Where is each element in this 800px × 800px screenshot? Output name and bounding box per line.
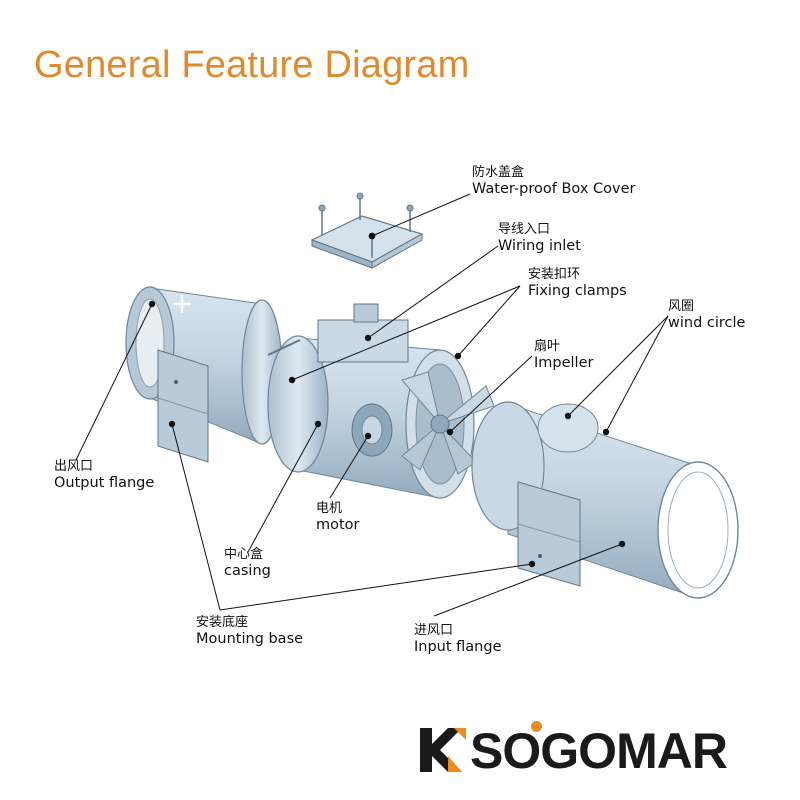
- leader-output-flange: [75, 303, 153, 461]
- label-wiring-inlet-en: Wiring inlet: [498, 238, 581, 254]
- label-casing: 中心盒 casing: [224, 546, 271, 580]
- label-output-flange-en: Output flange: [54, 475, 155, 491]
- label-casing-en: casing: [224, 563, 271, 579]
- label-wind-circle-cn: 风圈: [668, 299, 695, 314]
- label-box-cover-cn: 防水盖盒: [472, 165, 525, 180]
- label-input-flange-cn: 进风口: [414, 623, 454, 638]
- brand-letter: S: [470, 723, 503, 779]
- label-fixing-clamps: 安装扣环 Fixing clamps: [528, 266, 627, 300]
- leader-lines: [75, 193, 669, 617]
- label-box-cover: 防水盖盒 Water-proof Box Cover: [472, 164, 636, 198]
- label-wind-circle: 风圈 wind circle: [668, 298, 745, 332]
- leader-box-cover: [371, 193, 471, 237]
- label-input-flange-en: Input flange: [414, 639, 502, 655]
- brand-letter: R: [691, 723, 728, 779]
- label-motor-cn: 电机: [316, 501, 343, 516]
- motor-part: [351, 403, 393, 457]
- brand-letter: G: [540, 723, 579, 779]
- casing-part: [267, 303, 475, 499]
- label-mounting-base: 安装底座 Mounting base: [196, 614, 303, 648]
- label-fixing-clamps-en: Fixing clamps: [528, 283, 627, 299]
- label-output-flange-cn: 出风口: [54, 459, 94, 474]
- mounting-base-left: [157, 349, 209, 463]
- label-impeller: 扇叶 Impeller: [534, 338, 593, 372]
- brand-letter: A: [656, 723, 693, 779]
- leader-input-flange: [433, 543, 623, 617]
- brand-letter: M: [616, 723, 658, 779]
- label-wind-circle-en: wind circle: [668, 315, 746, 331]
- label-mounting-base-en: Mounting base: [196, 631, 304, 647]
- label-input-flange: 进风口 Input flange: [414, 622, 502, 656]
- sogomar-logo-icon: [420, 728, 466, 772]
- label-motor-en: motor: [316, 517, 360, 533]
- label-fixing-clamps-cn: 安装扣环: [528, 267, 581, 282]
- label-output-flange: 出风口 Output flange: [54, 458, 154, 492]
- mounting-base-right: [517, 481, 581, 587]
- leader-motor: [329, 435, 369, 499]
- label-wiring-inlet: 导线入口 Wiring inlet: [498, 221, 581, 255]
- logo-sun-icon: [531, 721, 543, 732]
- leader-impeller: [449, 355, 533, 433]
- leader-casing: [247, 423, 319, 553]
- label-impeller-en: Impeller: [534, 355, 594, 371]
- leader-fixing-clamps-1: [291, 285, 521, 381]
- leader-wind-circle-2: [605, 315, 669, 433]
- leader-wind-circle-1: [567, 315, 669, 417]
- brand-letter: O: [578, 723, 617, 779]
- label-casing-cn: 中心盒: [224, 547, 264, 562]
- leader-fixing-clamps-2: [457, 285, 521, 357]
- leader-dots: [148, 232, 626, 568]
- leader-mounting-base: [171, 423, 533, 611]
- leader-wiring-inlet: [367, 245, 499, 339]
- label-wiring-inlet-cn: 导线入口: [498, 222, 551, 237]
- impeller-part: [401, 371, 495, 475]
- input-flange-part: [471, 401, 739, 599]
- label-box-cover-en: Water-proof Box Cover: [472, 181, 636, 197]
- box-cover-part: [310, 192, 424, 269]
- brand-letter: O: [502, 721, 543, 779]
- page-title: General Feature Diagram: [34, 44, 470, 86]
- label-mounting-base-cn: 安装底座: [196, 615, 249, 630]
- label-motor: 电机 motor: [316, 500, 360, 534]
- label-impeller-cn: 扇叶: [534, 339, 561, 354]
